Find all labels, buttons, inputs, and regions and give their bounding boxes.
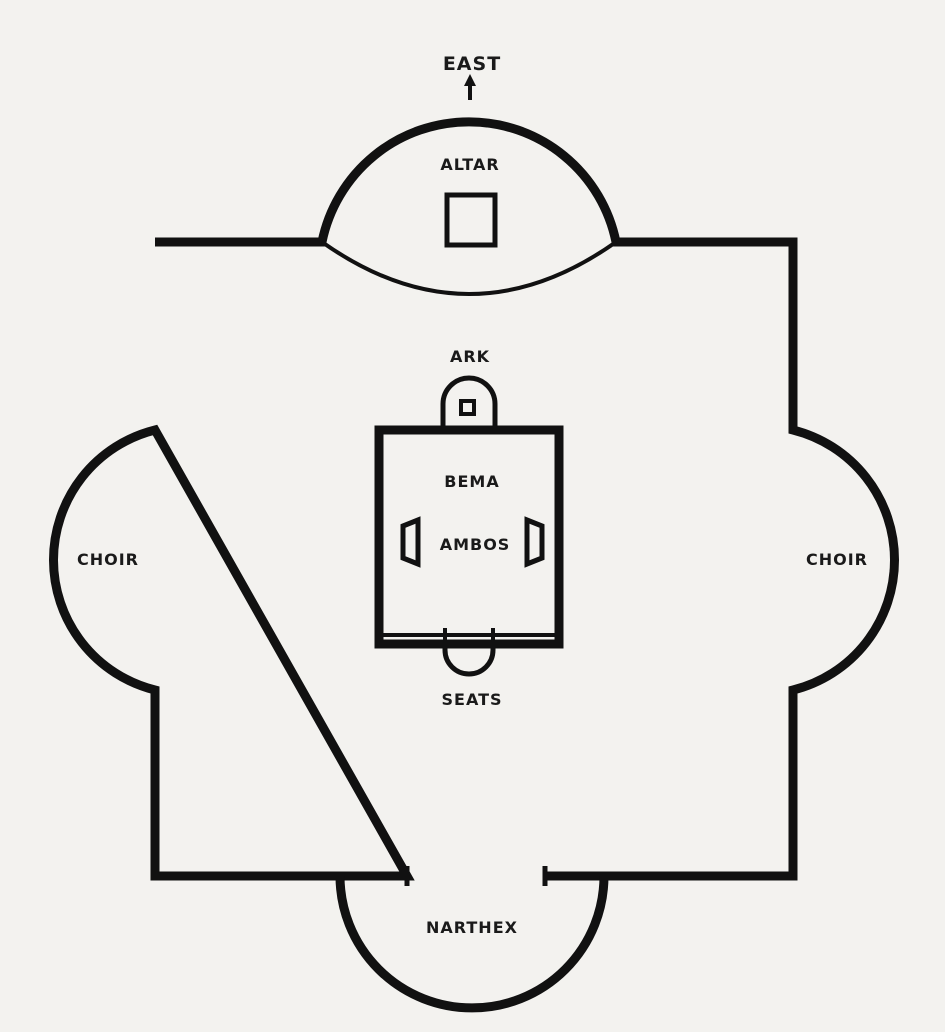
label-east: EAST — [443, 53, 501, 75]
ambo-right — [524, 516, 545, 568]
outer-wall — [49, 117, 899, 881]
seats-curve — [442, 644, 496, 677]
label-seats: SEATS — [441, 690, 502, 709]
ark-box — [459, 399, 476, 416]
ark-niche — [440, 375, 498, 430]
label-ambos: AMBOS — [440, 535, 511, 554]
label-narthex: NARTHEX — [426, 918, 518, 937]
narthex-apse — [335, 875, 609, 1013]
bema-platform — [374, 425, 564, 649]
label-choir-right: CHOIR — [806, 550, 868, 569]
altar-table — [444, 192, 498, 248]
label-ark: ARK — [450, 347, 490, 366]
label-altar: ALTAR — [440, 155, 499, 174]
arrow-up-icon — [464, 74, 476, 100]
label-choir-left: CHOIR — [77, 550, 139, 569]
sanctuary-curve — [320, 240, 618, 296]
label-bema: BEMA — [444, 472, 499, 491]
ambo-left — [400, 516, 421, 568]
